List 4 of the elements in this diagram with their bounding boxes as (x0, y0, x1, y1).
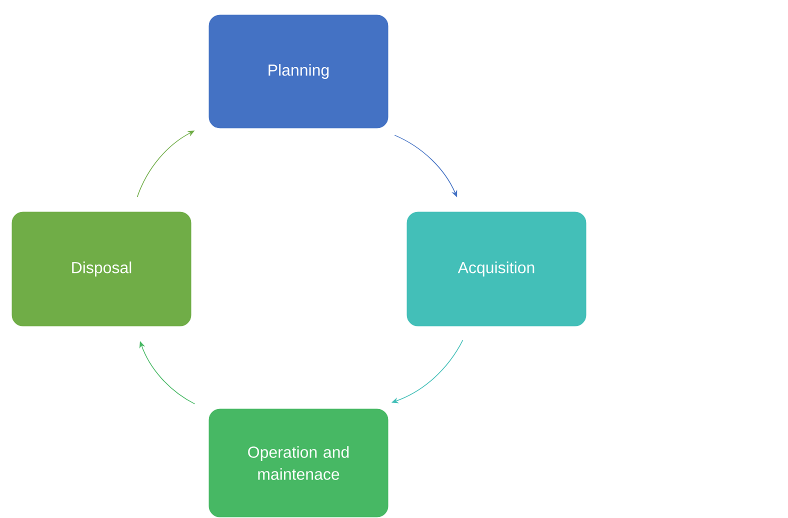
process-box: Planning (207, 13, 390, 130)
process-box: Disposal (10, 210, 193, 328)
process-box: Acquisition (405, 210, 588, 328)
process-box: Operation and maintenace (207, 407, 390, 518)
